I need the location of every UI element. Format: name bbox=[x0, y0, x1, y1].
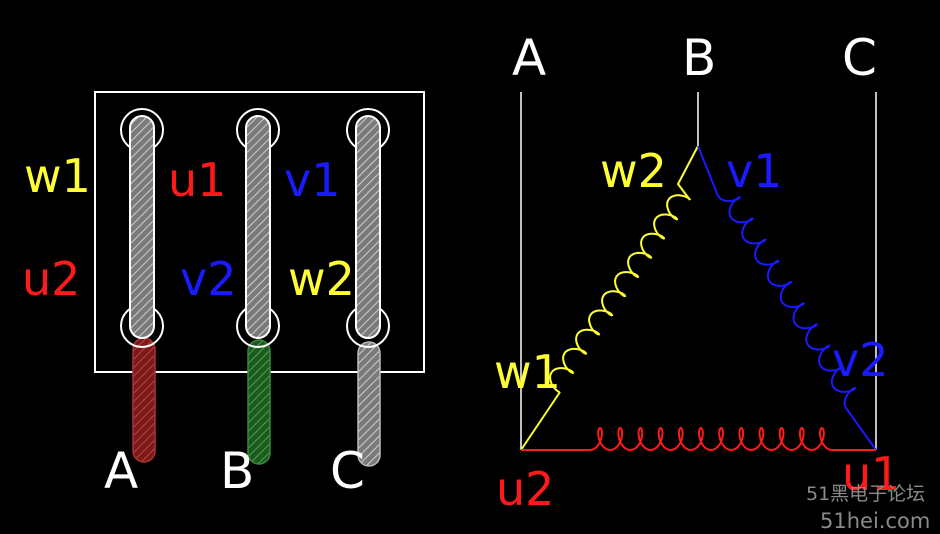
phase-b-label: B bbox=[682, 29, 716, 87]
terminal-b-label: B bbox=[220, 442, 254, 500]
delta-connection: A B C w2 v1 w1 v2 u2 u1 bbox=[494, 29, 900, 516]
label-v2-left: v2 bbox=[180, 252, 237, 306]
watermark-line2: 51hei.com bbox=[820, 509, 930, 533]
u-winding-coil bbox=[589, 426, 833, 452]
terminal-c-label: C bbox=[330, 442, 365, 500]
label-v2-right: v2 bbox=[832, 333, 889, 387]
label-w1-left: w1 bbox=[24, 149, 91, 203]
label-w2-right: w2 bbox=[600, 144, 667, 198]
label-u2-left: u2 bbox=[22, 252, 80, 306]
label-w2-left: w2 bbox=[288, 252, 355, 306]
v-winding-coil bbox=[717, 195, 857, 409]
lead-c bbox=[357, 341, 381, 467]
terminal-a-label: A bbox=[104, 442, 138, 500]
jumper-bar-2 bbox=[245, 115, 271, 339]
lead-b bbox=[247, 339, 271, 465]
watermark-line1: 51黑电子论坛 bbox=[806, 483, 925, 505]
label-u1-left: u1 bbox=[168, 153, 226, 207]
w-winding-coil bbox=[549, 194, 691, 394]
terminal-box: w1 u1 v1 u2 v2 w2 A B C bbox=[22, 91, 425, 500]
w-lead-bottom bbox=[520, 391, 561, 451]
w-lead-top bbox=[676, 145, 699, 201]
v-lead-top bbox=[697, 145, 719, 197]
v-lead-bottom bbox=[845, 407, 877, 451]
label-w1-right: w1 bbox=[494, 345, 561, 399]
label-u2-right: u2 bbox=[496, 462, 554, 516]
label-v1-left: v1 bbox=[284, 153, 341, 207]
jumper-bar-1 bbox=[129, 115, 155, 339]
label-v1-right: v1 bbox=[726, 144, 783, 198]
jumper-bar-3 bbox=[355, 115, 381, 339]
label-u1-right: u1 bbox=[842, 447, 900, 501]
phase-c-label: C bbox=[842, 29, 877, 87]
phase-a-label: A bbox=[512, 29, 546, 87]
